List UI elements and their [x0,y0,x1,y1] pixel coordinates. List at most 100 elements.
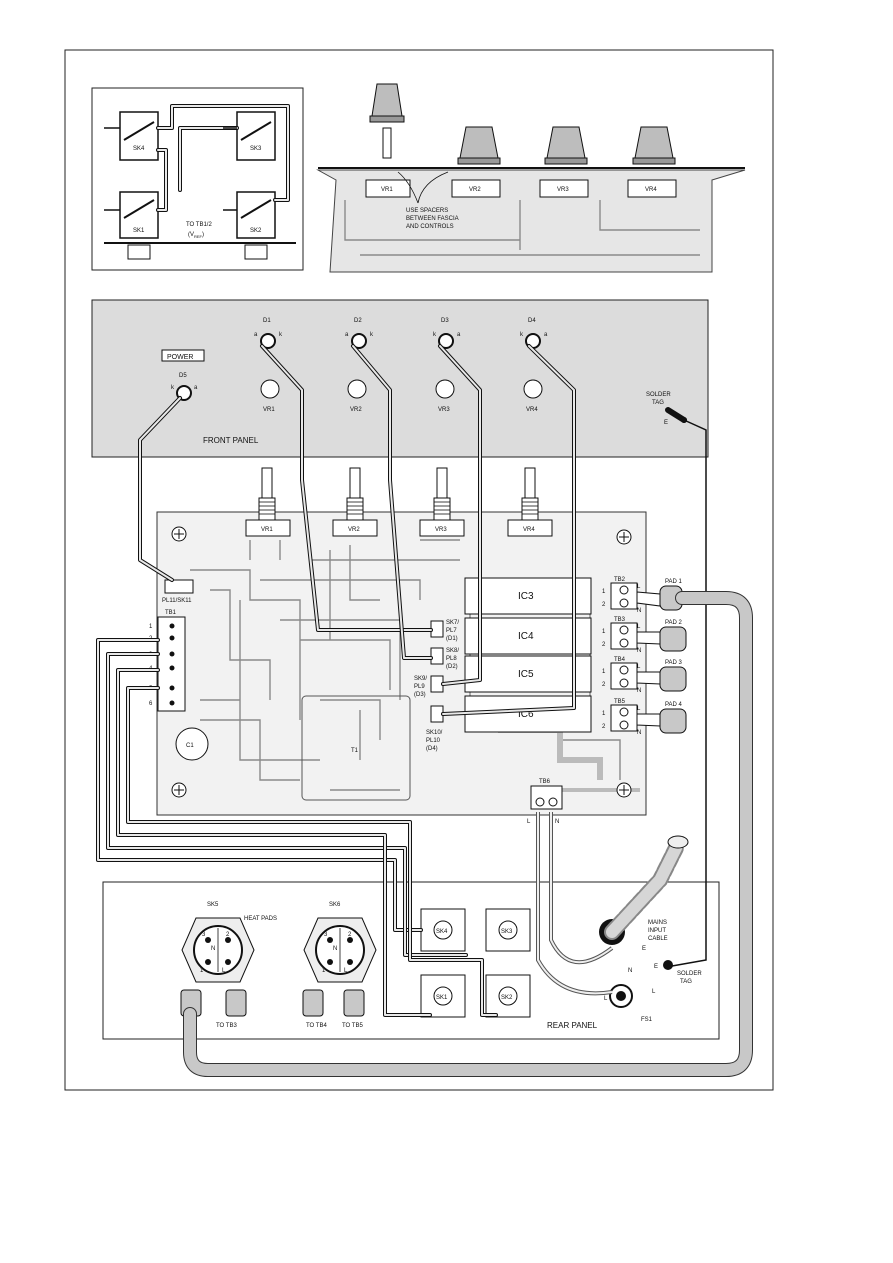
to-tb5-label: TO TB5 [342,1023,363,1029]
tb1-label: TB1 [165,610,177,616]
svg-text:L: L [637,624,641,630]
sk9-label-1: SK9/ [414,676,427,682]
svg-text:N: N [637,608,641,614]
front-vr1: VR1 [263,407,275,413]
svg-text:E: E [654,964,658,970]
spacer-vr4: VR4 [645,187,657,193]
to-tb4-label: TO TB4 [306,1023,327,1029]
c1-label: C1 [186,743,194,749]
pad-2-label: PAD 2 [665,620,683,626]
svg-text:1: 1 [602,629,606,635]
pad-4-plug [659,708,687,734]
inset-socket-sk3: SK3 [236,111,276,161]
svg-text:SK3: SK3 [501,929,513,935]
tb4-block: TB4 1 2 L N [602,657,641,694]
socket-wiring-inset: SK4 SK3 SK1 SK2 TO TB1/2 (V [91,87,304,271]
svg-text:2: 2 [348,932,352,938]
pcb-vr3: VR3 [435,527,447,533]
svg-text:N: N [637,688,641,694]
svg-text:2: 2 [602,682,606,688]
tb1-pin-1: 1 [149,624,153,630]
svg-text:L: L [344,968,348,974]
sk10-label-1: SK10/ [426,730,443,736]
spacer-vr1: VR1 [381,187,393,193]
rear-jack-sk3: SK3 [485,908,531,952]
pcb: VR1 VR2 VR3 VR4 PL11/SK11 TB1 1 2 3 4 5 … [149,467,647,825]
svg-text:a: a [345,332,349,338]
ic4-label: IC4 [518,631,534,642]
rear-solder-tag: E E SOLDER TAG [642,946,702,985]
sk8-label-1: SK8/ [446,648,459,654]
sk5-label: SK5 [207,902,219,908]
sk8-label-2: PL8 [446,656,457,662]
svg-text:k: k [171,385,175,391]
sk7-label-2: PL7 [446,628,457,634]
pad-3-plug [659,666,687,692]
mains-label-1: MAINS [648,920,667,926]
power-label: POWER [167,354,193,361]
rear-jack-sk4: SK4 [420,908,466,952]
svg-text:L: L [637,584,641,590]
rear-jack-sk2: SK2 [485,974,531,1018]
spacer-note-1: USE SPACERS [406,208,448,214]
svg-text:TB2: TB2 [614,577,626,583]
front-panel-plate [91,299,709,458]
tb5-block: TB5 1 2 L N [602,699,641,736]
inset-sk4-label: SK4 [133,146,145,152]
to-tb3-label: TO TB3 [216,1023,237,1029]
tb1-block [157,616,186,712]
ic3-label: IC3 [518,591,534,602]
inset-sk1-label: SK1 [133,228,145,234]
pad-3-label: PAD 3 [665,660,683,666]
svg-text:L: L [637,664,641,670]
svg-text:FS1: FS1 [641,1017,653,1023]
svg-text:D5: D5 [179,373,187,379]
heat-pads-label: HEAT PADS [244,916,277,922]
svg-text:N: N [211,946,215,952]
svg-text:k: k [433,332,437,338]
svg-text:TAG: TAG [680,979,692,985]
svg-text:TB4: TB4 [614,657,626,663]
front-hole-vr4 [523,379,543,399]
pad-2-plug [659,626,687,652]
spacer-detail: VR1 VR2 VR3 VR4 USE SPACERS BETWEEN FASC… [316,83,746,273]
power-label-box [161,349,205,362]
svg-text:N: N [628,968,632,974]
front-panel: FRONT PANEL POWER D1 a k D2 a k D3 k a D… [91,299,709,458]
svg-text:2: 2 [602,642,606,648]
xlr-sk6: 3 2 N 1 L [303,917,377,983]
pl11-connector [164,579,194,594]
tb3-block: TB3 1 2 L N [602,617,641,654]
svg-text:D4: D4 [528,318,536,324]
led-d1: D1 a k [254,318,283,349]
svg-text:SOLDER: SOLDER [677,971,702,977]
xlr-sk5: 3 2 N 1 L [181,917,255,983]
front-hole-vr2 [347,379,367,399]
svg-text:L: L [527,819,531,825]
capacitor-c1 [175,727,209,761]
t1-label: T1 [351,748,359,754]
front-panel-title: FRONT PANEL [203,436,259,445]
pcb-vr1: VR1 [261,527,273,533]
fuse-holder: L L N FS1 [604,968,656,1023]
tb6-block: TB6 L N [527,779,563,825]
svg-text:k: k [520,332,524,338]
inset-socket-sk4: SK4 [119,111,159,161]
svg-text:1: 1 [602,711,606,717]
svg-text:TB3: TB3 [614,617,626,623]
sk10-label-2: PL10 [426,738,441,744]
svg-text:k: k [370,332,374,338]
svg-text:N: N [333,946,337,952]
front-vr3: VR3 [438,407,450,413]
svg-text:SK1: SK1 [436,995,448,1001]
sk9-label-2: PL9 [414,684,425,690]
svg-text:a: a [194,385,198,391]
transformer-t1 [301,695,411,801]
svg-text:N: N [555,819,559,825]
svg-text:L: L [652,989,656,995]
svg-text:3: 3 [202,932,206,938]
spacer-vr3: VR3 [557,187,569,193]
mains-label-3: CABLE [648,936,668,942]
svg-text:N: N [637,648,641,654]
